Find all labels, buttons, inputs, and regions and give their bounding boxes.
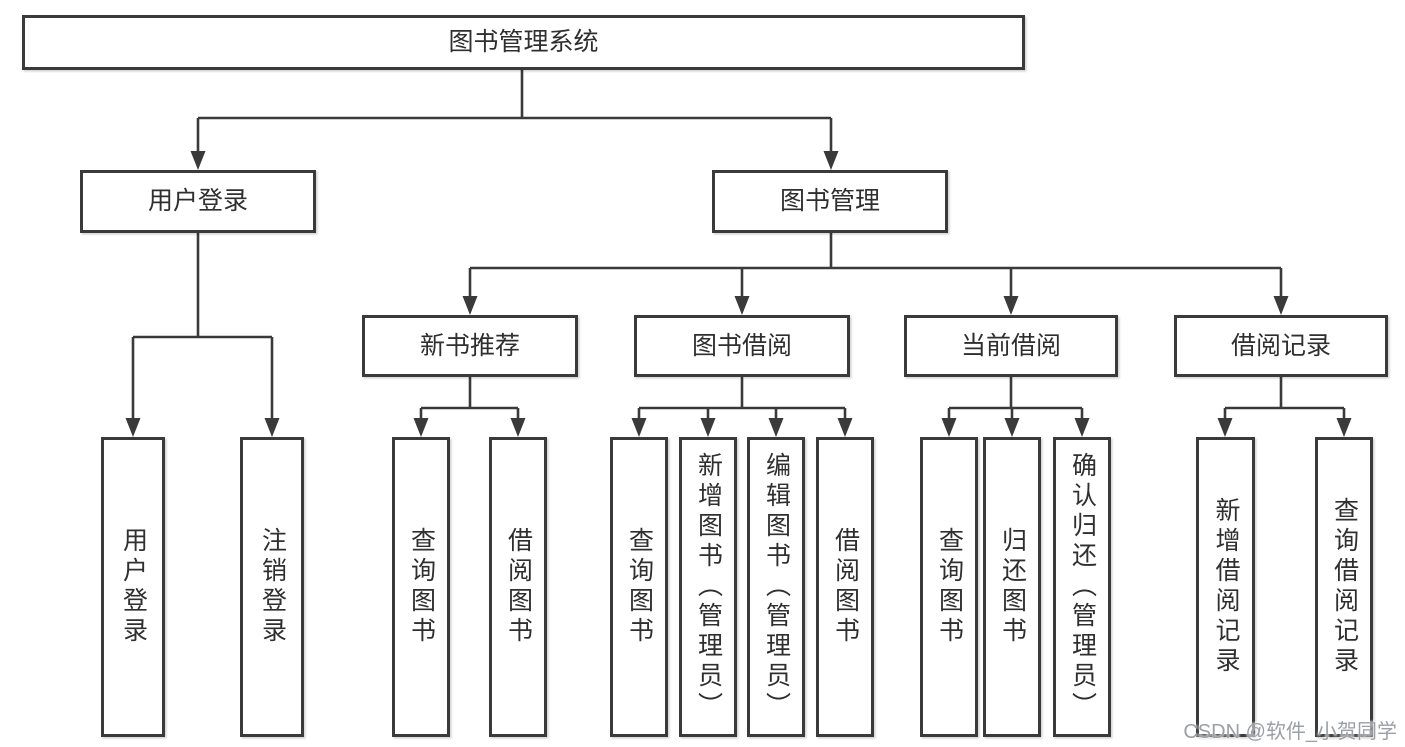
leaf-current-query-books: 查询图书 <box>920 437 978 737</box>
node-user-login: 用户登录 <box>80 170 316 233</box>
leaf-current-confirm-return-admin: 确认归还（管理员） <box>1053 437 1111 737</box>
node-book-management: 图书管理 <box>712 170 948 233</box>
node-new-book-recommendation: 新书推荐 <box>362 315 578 377</box>
leaf-current-return-books: 归还图书 <box>983 437 1041 737</box>
node-borrowing-records: 借阅记录 <box>1174 315 1388 377</box>
leaf-newbook-query-books: 查询图书 <box>392 437 450 737</box>
node-book-management-system: 图书管理系统 <box>22 15 1025 70</box>
node-current-borrowing: 当前借阅 <box>904 315 1118 377</box>
leaf-borrowing-query-books: 查询图书 <box>610 437 668 737</box>
node-book-borrowing: 图书借阅 <box>634 315 850 377</box>
leaf-borrowing-edit-books-admin: 编辑图书（管理员） <box>747 437 805 737</box>
csdn-watermark: CSDN @软件_小贺同学 <box>1183 721 1397 743</box>
leaf-newbook-borrow-books: 借阅图书 <box>489 437 547 737</box>
leaf-borrowing-borrow-books: 借阅图书 <box>816 437 874 737</box>
leaf-logout: 注销登录 <box>240 437 304 737</box>
leaf-records-query-borrow-record: 查询借阅记录 <box>1315 437 1373 737</box>
leaf-user-login: 用户登录 <box>101 437 165 737</box>
leaf-borrowing-add-books-admin: 新增图书（管理员） <box>679 437 737 737</box>
leaf-records-add-borrow-record: 新增借阅记录 <box>1196 437 1255 737</box>
